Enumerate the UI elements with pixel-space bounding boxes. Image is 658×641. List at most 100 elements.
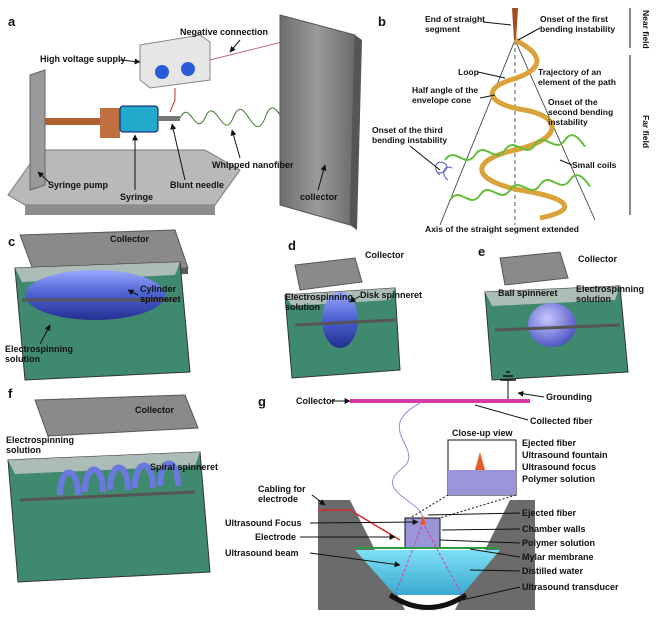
label-collector-g: Collector: [296, 396, 336, 406]
label-distilled-water: Distilled water: [522, 566, 584, 576]
closeup-guide-1: [409, 494, 449, 519]
arrow-grounding: [517, 390, 545, 398]
disk-spinneret: [322, 292, 358, 348]
label-chamber-walls: Chamber walls: [522, 524, 586, 534]
arrow-solution-c: [39, 324, 51, 345]
label-onset-second-1: Onset of the: [548, 97, 598, 107]
ejected-fiber-path: [391, 402, 423, 526]
shaft-f: [19, 490, 196, 502]
pump-rod: [45, 118, 115, 125]
label-disk-spinneret: Disk spinneret: [360, 290, 422, 300]
line-onset-first: [517, 27, 541, 41]
label-polymer-solution-inset: Polymer solution: [522, 474, 595, 484]
line-polymer-solution: [439, 539, 521, 544]
label-ejected-fiber: Ejected fiber: [522, 508, 577, 518]
label-collector-e: Collector: [578, 254, 618, 264]
label-spiral-spinneret: Spiral spinneret: [150, 462, 218, 472]
label-trajectory-2: element of the path: [538, 77, 616, 87]
straight-segment: [512, 8, 518, 40]
label-onset-third-1: Onset of the third: [372, 125, 443, 135]
pump-block: [100, 108, 120, 138]
blunt-needle: [158, 116, 180, 121]
label-solution-d-2: solution: [285, 302, 320, 312]
label-half-angle-2: envelope cone: [412, 95, 471, 105]
line-onset-third: [409, 145, 441, 171]
arrow-blunt-needle: [170, 123, 186, 181]
bath-f-rim: [8, 452, 200, 474]
panel-c: c Collector Cylinder spinneret Electrosp…: [5, 229, 191, 381]
green-coils: [444, 134, 591, 201]
distilled-water: [355, 550, 500, 595]
label-far-field: Far field: [641, 115, 651, 148]
closeup-polymer: [448, 470, 516, 495]
label-solution-d-1: Electrospinning: [285, 292, 353, 302]
panel-g-letter: g: [258, 394, 266, 409]
label-end-straight-1: End of straight: [425, 14, 485, 24]
panel-g: g Collector Grounding Collected fiber Cl…: [225, 371, 619, 610]
collector-d: [294, 257, 363, 291]
label-solution-e-1: Electrospinning: [576, 284, 644, 294]
arrow-collector-a: [317, 164, 327, 191]
line-small-coils: [559, 159, 573, 166]
label-cylinder-2: spinneret: [140, 294, 181, 304]
label-mylar-membrane: Mylar membrane: [522, 552, 594, 562]
label-collector-a: collector: [300, 192, 338, 202]
label-axis: Axis of the straight segment extended: [425, 224, 579, 234]
third-instability-coil: [435, 161, 453, 181]
electrode-cable: [318, 509, 401, 541]
panel-e: e Collector Ball spinneret Electrospinni…: [478, 244, 644, 381]
label-hv-supply: High voltage supply: [40, 54, 126, 64]
hv-dial-left: [155, 65, 169, 79]
negative-wire: [209, 39, 291, 61]
panel-f-letter: f: [8, 386, 13, 401]
arrow-ultrasound-beam: [309, 552, 401, 568]
closeup-guide-2: [439, 494, 517, 519]
label-cylinder-1: Cylinder: [140, 284, 177, 294]
label-cabling-2: electrode: [258, 494, 298, 504]
label-syringe-pump: Syringe pump: [48, 180, 109, 190]
panel-f: f Collector Electrospinning solution Spi…: [6, 386, 218, 583]
line-ejected-fiber: [427, 512, 521, 516]
label-solution-f-1: Electrospinning: [6, 435, 74, 445]
label-ultrasound-beam: Ultrasound beam: [225, 548, 299, 558]
label-onset-first-1: Onset of the first: [540, 14, 608, 24]
arrow-whipped: [230, 129, 241, 159]
ultrasound-transducer: [388, 592, 468, 610]
label-closeup: Close-up view: [452, 428, 514, 438]
label-collected-fiber: Collected fiber: [530, 416, 593, 426]
label-solution-e-2: solution: [576, 294, 611, 304]
line-loop: [477, 71, 506, 79]
collector-e: [499, 251, 569, 286]
collector-f: [34, 394, 199, 437]
label-trajectory-1: Trajectory of an: [538, 67, 601, 77]
panel-b: b End of straight segment Onset of the f…: [372, 8, 651, 234]
syringe-pump-front: [25, 205, 215, 215]
line-chamber-walls: [441, 528, 521, 531]
label-ultrasound-focus-inset: Ultrasound focus: [522, 462, 596, 472]
label-onset-second-3: instability: [548, 117, 588, 127]
label-whipped-nanofiber: Whipped nanofiber: [212, 160, 294, 170]
label-near-field: Near field: [641, 10, 651, 49]
focus-fountain: [420, 515, 426, 525]
spiral-spinneret: [57, 460, 181, 496]
label-ball-spinneret: Ball spinneret: [498, 288, 558, 298]
label-ejected-fiber-inset: Ejected fiber: [522, 438, 577, 448]
arrow-syringe-pump: [37, 171, 51, 184]
beam-left: [394, 524, 423, 596]
shaft-e: [494, 323, 621, 332]
label-ultrasound-fountain: Ultrasound fountain: [522, 450, 608, 460]
cylinder-spinneret: [25, 270, 165, 320]
panel-a: a High voltage supply Negative connectio…: [7, 14, 362, 230]
label-collector-c: Collector: [110, 234, 150, 244]
collector-edge-a: [350, 35, 362, 230]
panel-e-letter: e: [478, 244, 485, 259]
label-loop: Loop: [458, 67, 479, 77]
line-distilled-water: [469, 569, 521, 572]
label-blunt-needle: Blunt needle: [170, 180, 224, 190]
positive-wire: [169, 88, 176, 113]
line-transducer: [461, 586, 521, 601]
label-small-coils: Small coils: [572, 160, 617, 170]
panel-c-letter: c: [8, 234, 15, 249]
line-half-angle: [479, 94, 496, 99]
